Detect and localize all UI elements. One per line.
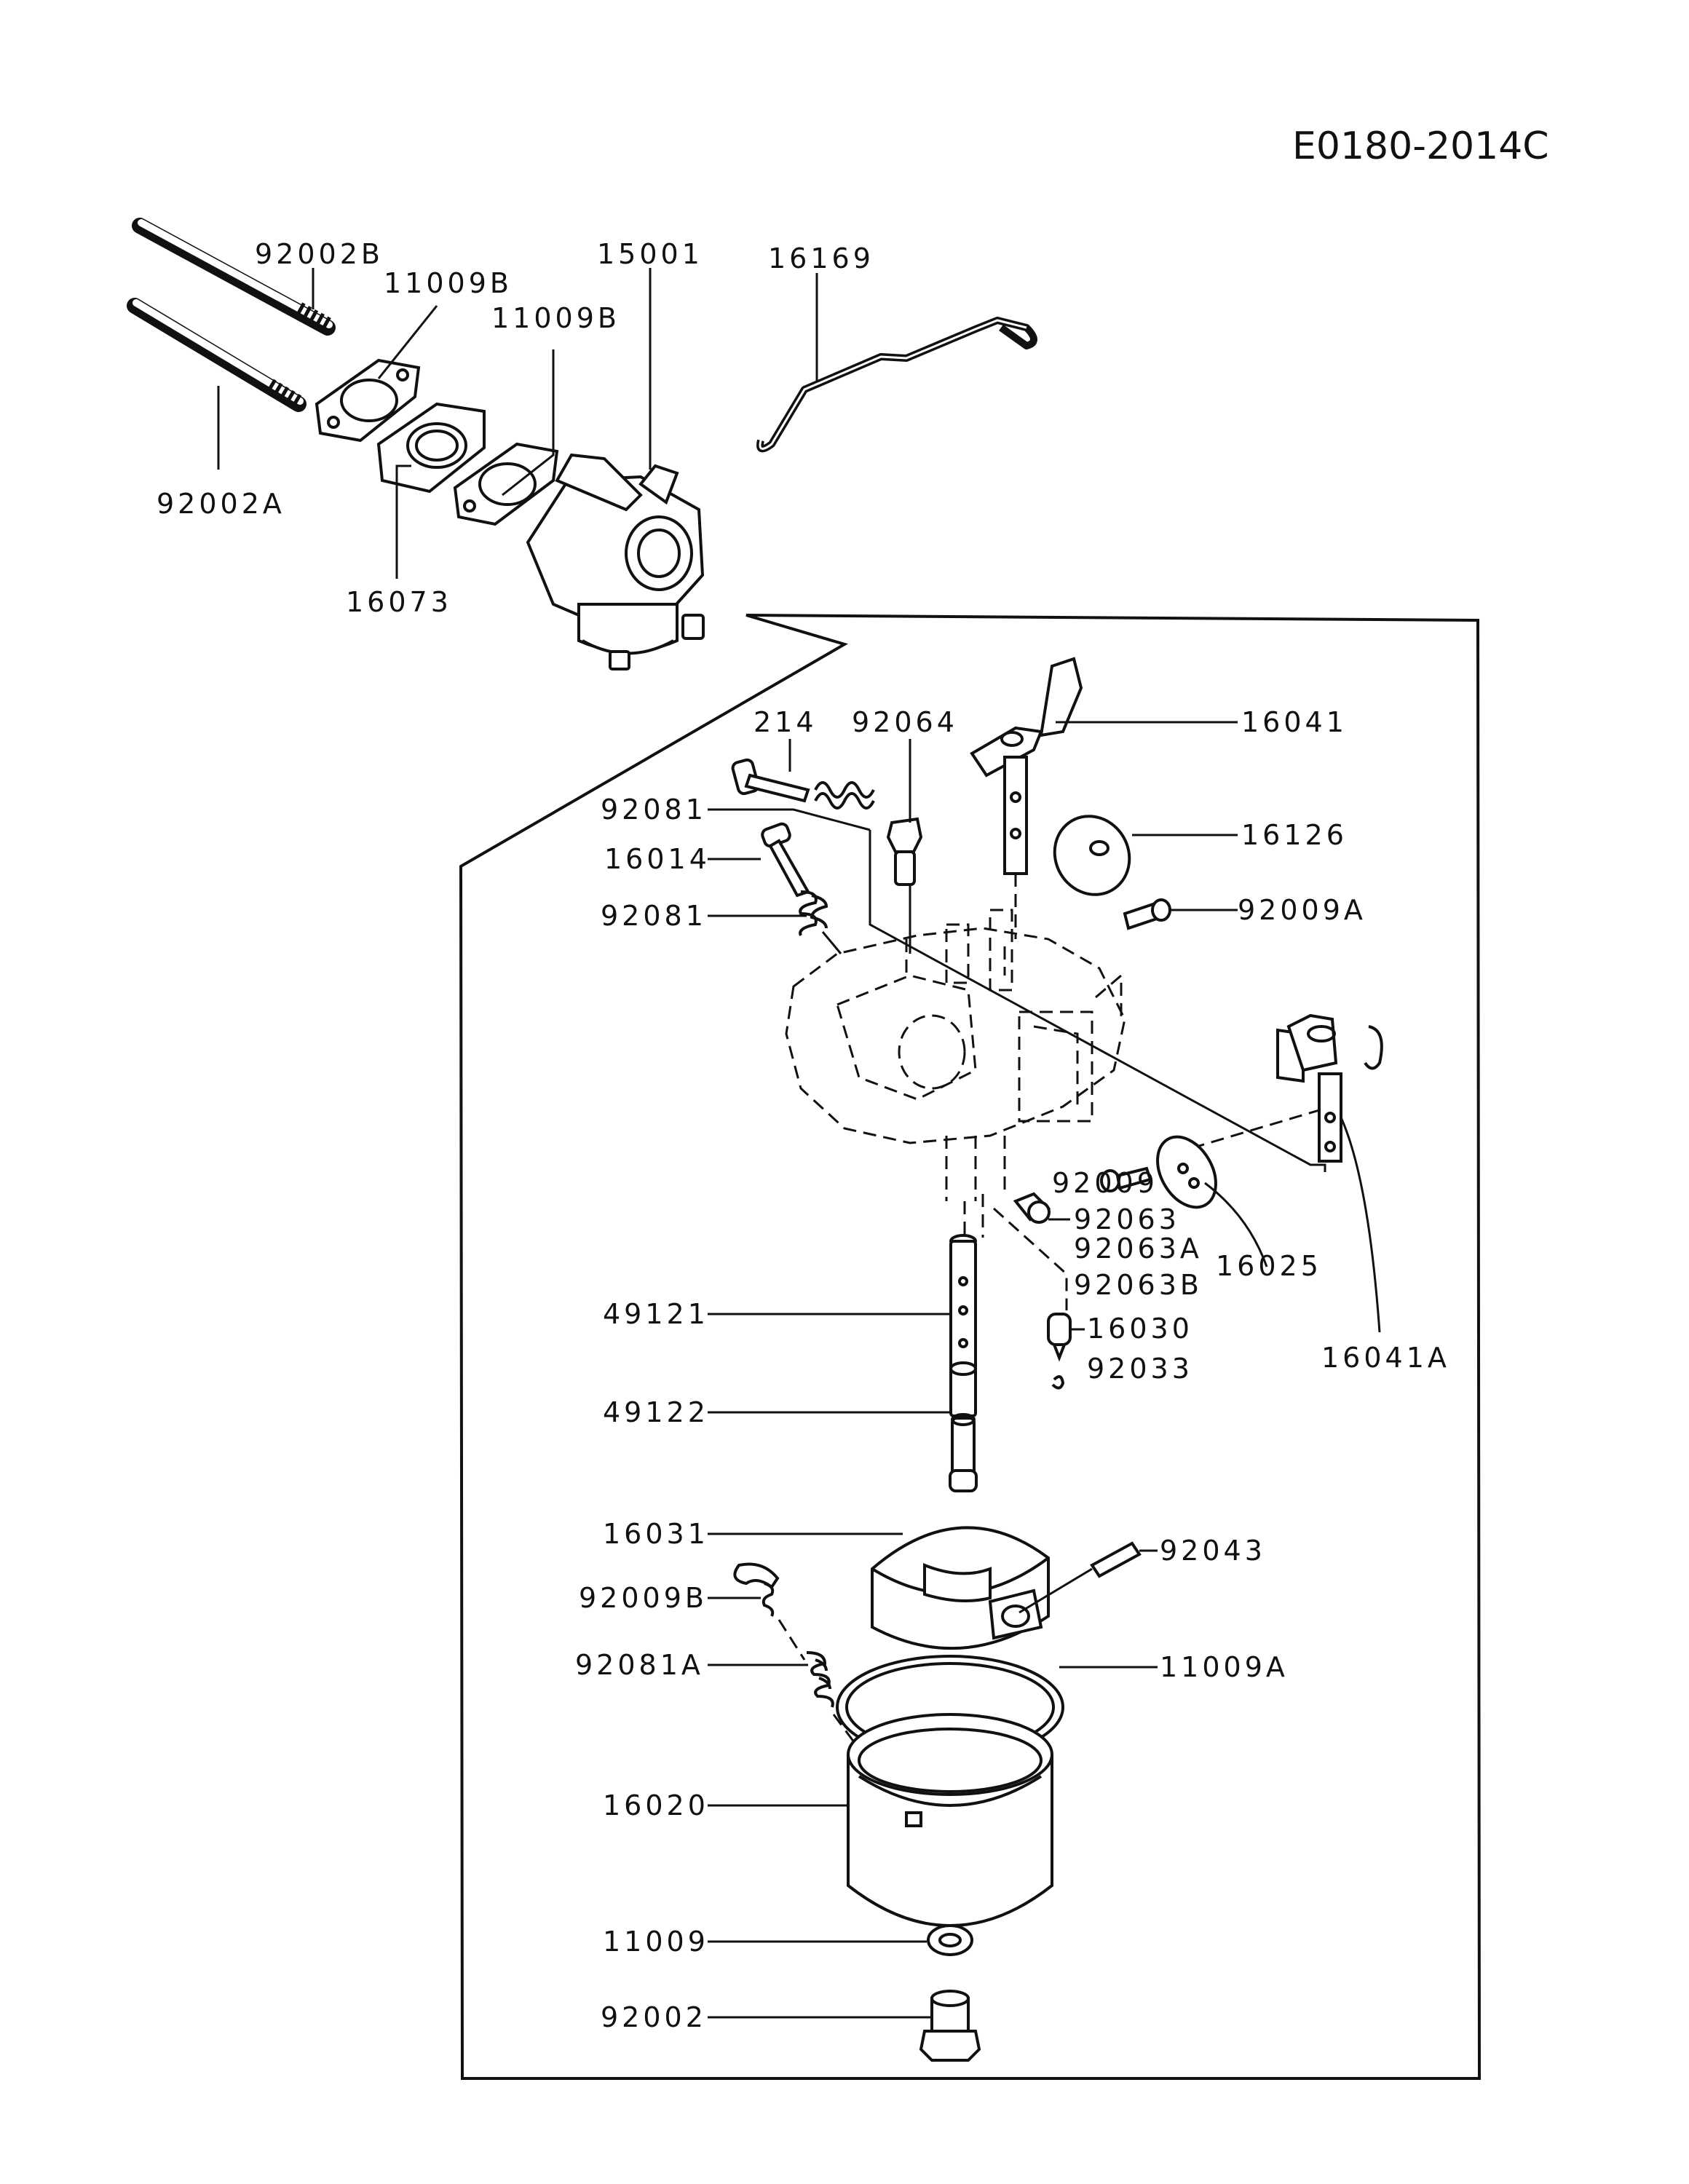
screw-92009 [1100,1166,1152,1192]
callout-11009b-rear: 11009B [491,302,620,334]
callout-11009: 11009 [603,1926,709,1958]
float-16031 [871,1526,1050,1650]
callout-92064: 92064 [852,706,958,738]
callout-92043: 92043 [1160,1535,1266,1567]
callout-16041: 16041 [1241,706,1348,738]
callout-16169: 16169 [768,242,874,274]
callout-49121: 49121 [603,1298,709,1330]
callout-92002: 92002 [601,2001,707,2033]
stud-92002a [127,298,306,412]
callout-92081a: 92081A [575,1649,704,1681]
callout-16030: 16030 [1087,1313,1193,1345]
bolt-92002 [919,1990,981,2062]
emulsion-tube-49121 [949,1234,977,1417]
callout-16031: 16031 [603,1518,709,1550]
callout-49122: 49122 [603,1396,709,1428]
callout-11009a: 11009A [1160,1651,1289,1683]
jet-92064 [886,817,923,886]
callout-92063b: 92063B [1074,1269,1203,1301]
needle-jet-axis [981,1194,1068,1310]
throttle-valve-16126 [1053,815,1131,896]
callout-15001: 15001 [597,238,703,270]
callout-92002a: 92002A [157,488,285,520]
carburetor-body-outline [785,909,1126,1201]
callout-92063: 92063 [1074,1203,1180,1235]
callout-16041a: 16041A [1321,1342,1450,1374]
spring-92081a [806,1651,834,1708]
float-pin-92043 [1018,1541,1142,1614]
exploded-view-frame [459,614,1482,2080]
float-valve-16030 [1047,1313,1072,1362]
callout-16126: 16126 [1241,819,1348,851]
throttle-shaft-16041 [970,657,1083,939]
clip-92033 [1051,1375,1065,1390]
callout-11009b-front: 11009B [384,267,513,299]
leader-lines [217,268,1381,2019]
gasket-11009b-front [315,358,421,443]
screw-92009b [733,1562,780,1617]
spring-92081-upper [814,781,875,810]
callout-16020: 16020 [603,1789,709,1821]
callout-92033: 92033 [1087,1353,1193,1385]
washer-11009 [927,1924,973,1956]
callout-92009a: 92009A [1238,894,1366,926]
choke-valve-16025 [1156,1135,1217,1209]
gasket-11009b-rear [453,442,559,526]
link-16169 [756,317,1037,453]
screw-214 [731,758,810,803]
stud-92002b [132,218,336,336]
insulator-16073 [376,402,486,494]
callout-92081-upper: 92081 [601,794,707,826]
spring-92081-lower [799,890,842,954]
callout-92063a: 92063A [1074,1233,1203,1265]
needle-jet-92063 [1013,1192,1051,1224]
callout-214: 214 [753,706,818,738]
body-axis-line [869,830,1326,1172]
screw-92009a [1123,898,1171,930]
callout-16073: 16073 [346,586,452,618]
callout-92009b: 92009B [579,1582,708,1614]
part-callouts: 92002B 11009B 15001 16169 11009B 92002A … [157,238,1450,2033]
float-bowl-16020 [847,1713,1053,1927]
callout-16025: 16025 [1216,1250,1322,1282]
diagram-code: E0180-2014C [1292,124,1549,168]
callout-92081-lower: 92081 [601,900,707,932]
main-jet-49122 [949,1413,978,1492]
carburetor-assembly-15001 [526,453,705,670]
callout-16014: 16014 [604,843,711,875]
callout-92009: 92009 [1052,1167,1158,1199]
callout-92002b: 92002B [255,238,384,270]
choke-shaft-16041a [1276,1013,1383,1163]
screw-16014 [761,822,810,898]
screw-axis-92009b [778,1619,806,1661]
